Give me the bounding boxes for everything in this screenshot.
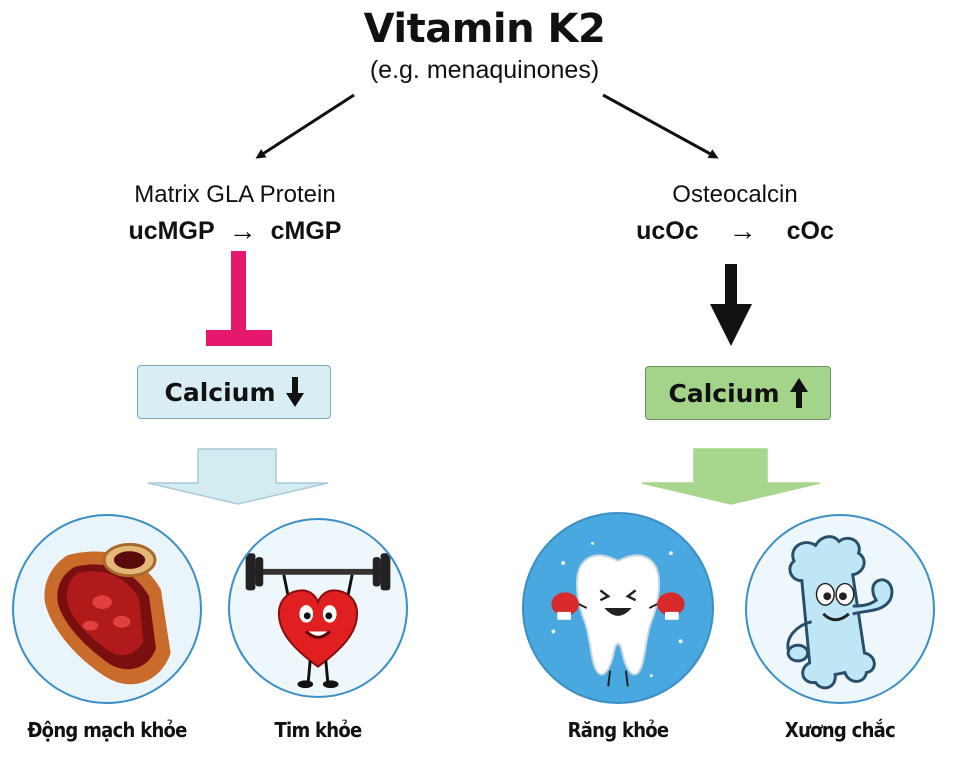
osteocalcin-conversion: ucOc → cOc (615, 215, 855, 247)
left-block-arrow (147, 448, 329, 505)
right-block-arrow (641, 448, 821, 505)
artery-icon (12, 514, 202, 704)
happy-tooth-icon (522, 512, 714, 704)
calcium-increase-box: Calcium (645, 366, 831, 420)
inhibit-bar (206, 330, 272, 346)
arrow-up-icon (789, 378, 808, 408)
osteocalcin-protein-name: Osteocalcin (672, 181, 798, 208)
calcium-decrease-box: Calcium (137, 365, 331, 419)
oc-from: ucOc (636, 216, 699, 245)
promote-head (710, 304, 752, 346)
conversion-arrow: → (728, 215, 757, 246)
caption-artery: Động mạch khỏe (27, 718, 187, 742)
calcium-label: Calcium (164, 377, 276, 407)
mgp-to: cMGP (270, 216, 342, 245)
arrow-down-icon (285, 377, 304, 407)
mgp-from: ucMGP (128, 216, 215, 245)
caption-teeth: Răng khỏe (567, 718, 670, 742)
mgp-conversion: ucMGP → cMGP (95, 215, 375, 247)
oc-to: cOc (786, 216, 834, 245)
inhibit-stem (231, 251, 246, 331)
conversion-arrow: → (228, 215, 257, 246)
heart-lifting-barbell-icon (228, 518, 408, 698)
strong-bone-icon (745, 514, 935, 704)
promote-stem (725, 264, 737, 314)
arrow-to-osteocalcin (602, 93, 719, 159)
caption-bone: Xương chắc (784, 718, 896, 742)
diagram-title: Vitamin K2 (363, 6, 606, 52)
caption-heart: Tim khỏe (274, 718, 362, 742)
mgp-protein-name: Matrix GLA Protein (134, 181, 336, 208)
calcium-label: Calcium (668, 378, 780, 408)
diagram-subtitle: (e.g. menaquinones) (369, 56, 600, 84)
arrow-to-mgp (255, 93, 355, 159)
